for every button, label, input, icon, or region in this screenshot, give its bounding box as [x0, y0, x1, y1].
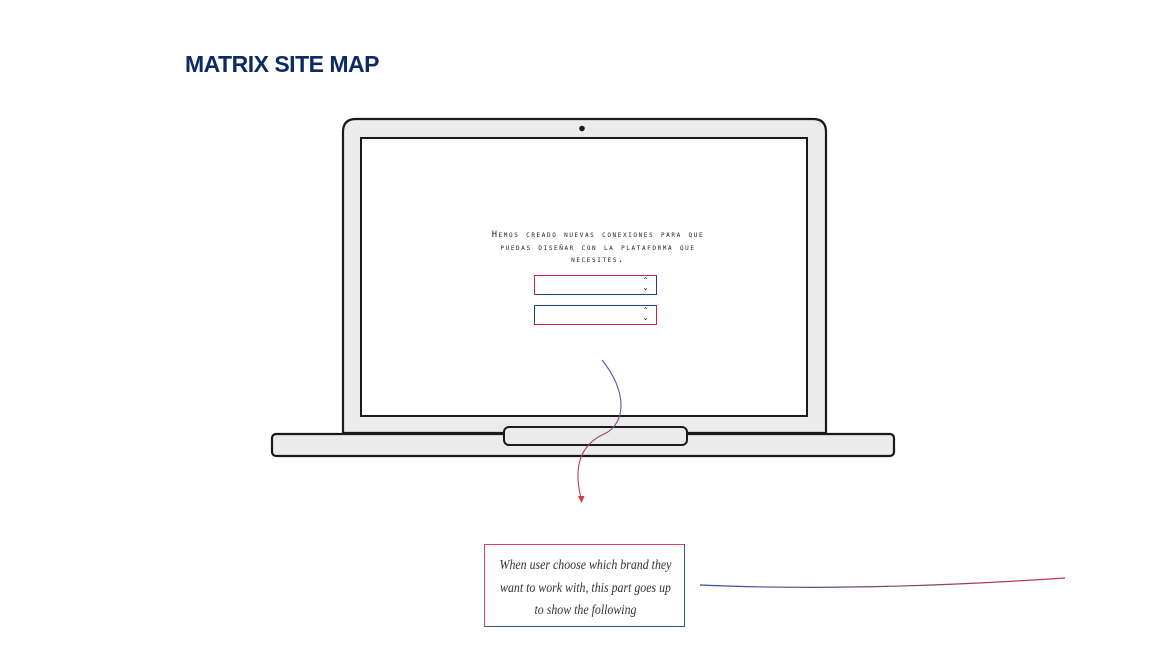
select-arrow-icon: ⌃⌄	[642, 276, 649, 292]
arrow-head	[578, 496, 585, 503]
webcam-icon	[579, 125, 585, 132]
annotation-text: When user choose which brand they want t…	[499, 557, 672, 617]
flow-arrow-icon	[577, 359, 622, 499]
trackpad-notch	[503, 426, 688, 446]
select-arrow-icon: ⌃⌄	[642, 306, 649, 322]
brand-select-2[interactable]: ⌃⌄	[534, 305, 657, 325]
annotation-note: When user choose which brand they want t…	[484, 544, 685, 627]
brand-select-1[interactable]: ⌃⌄	[534, 275, 657, 295]
page-title: MATRIX SITE MAP	[185, 51, 379, 77]
connector-line	[699, 577, 1066, 588]
screen-message: Hemos creado nuevas conexiones para que …	[491, 230, 705, 265]
